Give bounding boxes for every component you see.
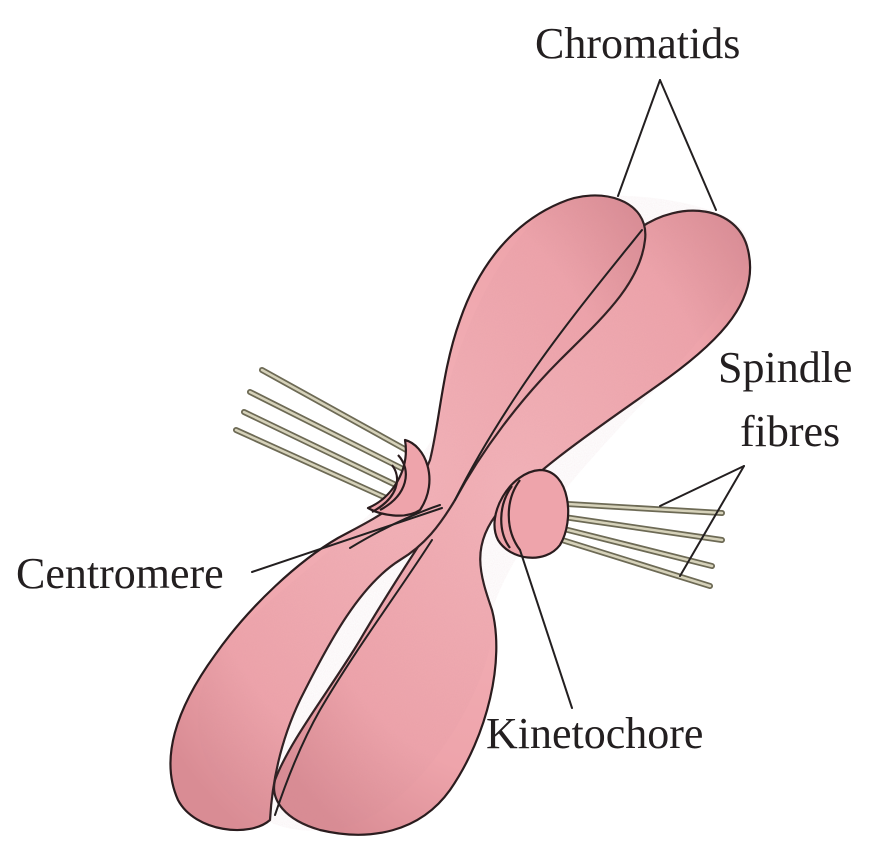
leader-spindle-lower [680, 466, 744, 576]
label-chromatids: Chromatids [535, 19, 740, 68]
label-centromere: Centromere [16, 549, 224, 598]
label-kinetochore: Kinetochore [486, 709, 703, 758]
leader-kinetochore [520, 550, 572, 708]
label-spindle-line2: fibres [740, 407, 840, 456]
label-spindle-line1: Spindle [718, 343, 852, 392]
leader-chromatids-left [618, 80, 660, 196]
leader-chromatids-right [660, 80, 716, 210]
right-spindle-fibres [546, 503, 722, 586]
left-spindle-fibres [236, 370, 410, 502]
